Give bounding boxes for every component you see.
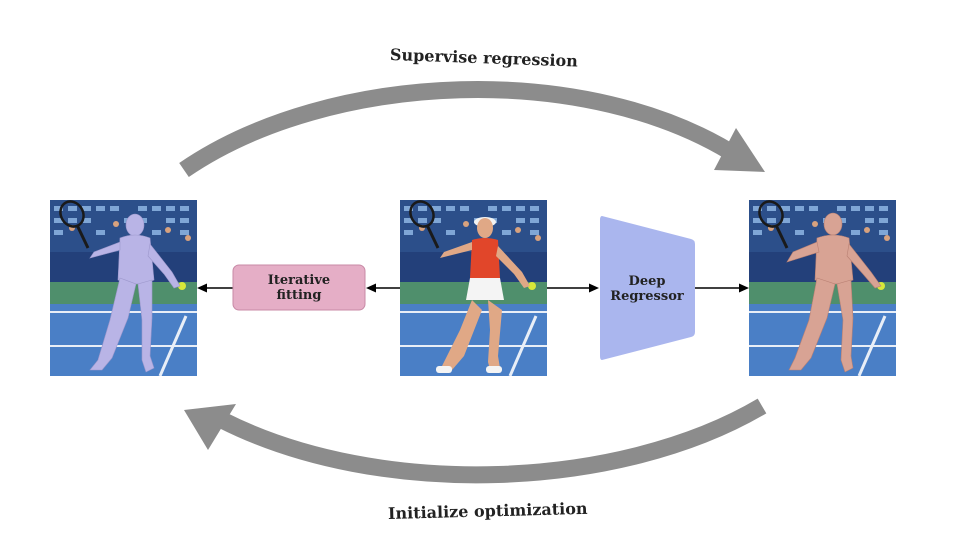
iterative-fitting-label: Iterative fitting bbox=[233, 273, 365, 303]
center-to-regressor-arrowhead-icon bbox=[589, 283, 599, 293]
iterative-fitting-line1: Iterative bbox=[267, 273, 331, 288]
initialize-optimization-arrow-icon bbox=[218, 398, 767, 484]
regressor-to-right-arrowhead-icon bbox=[739, 283, 749, 293]
fitting-to-left-arrowhead-icon bbox=[197, 283, 207, 293]
deep-regressor-line1: Deep bbox=[628, 274, 666, 289]
center-to-fitting-arrowhead-icon bbox=[366, 283, 376, 293]
input-image-photo bbox=[400, 200, 547, 376]
deep-regressor-box bbox=[600, 216, 695, 360]
supervise-regression-arrow-icon bbox=[179, 81, 745, 178]
initialize-optimization-arrowhead-icon bbox=[184, 404, 236, 450]
supervise-regression-arrowhead-icon bbox=[714, 128, 765, 172]
fitted-mesh-photo bbox=[50, 200, 197, 376]
regressed-mesh-photo bbox=[749, 200, 896, 376]
deep-regressor-label: Deep Regressor bbox=[600, 274, 694, 304]
iterative-fitting-line2: fitting bbox=[276, 288, 322, 303]
deep-regressor-line2: Regressor bbox=[610, 289, 684, 304]
iterative-fitting-box bbox=[232, 264, 366, 311]
